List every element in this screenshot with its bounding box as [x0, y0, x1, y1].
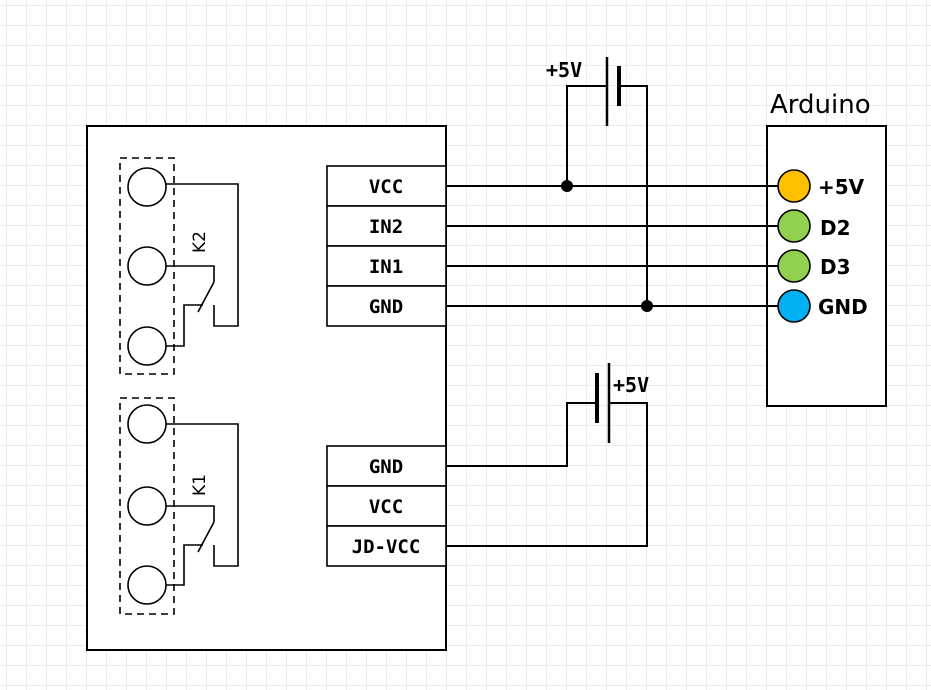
arduino-pin-d3 [777, 249, 811, 283]
arduino-pin-d2 [777, 209, 811, 243]
arduino-pin-gnd [777, 289, 811, 323]
junction-gnd [641, 300, 653, 312]
header-pin-jd-vcc-label: JD-VCC [352, 536, 421, 558]
header-pin-vcc-label: VCC [369, 176, 403, 198]
header-pin-vcc-2 [326, 485, 447, 527]
arduino-board: Arduino [766, 90, 887, 407]
arduino-pins: +5V D2 D3 GND [777, 169, 868, 323]
supply-top: +5V [546, 57, 621, 126]
relay-k2-terminal-com [127, 246, 167, 286]
supply-bottom: +5V [595, 363, 649, 443]
header-pin-gnd-2-label: GND [369, 456, 403, 478]
header-pin-jd-vcc [326, 525, 447, 567]
relay-k2-contact-wires [166, 183, 239, 347]
junction-vcc [561, 180, 573, 192]
header-pin-vcc [326, 165, 447, 207]
arduino-pin-gnd-label: GND [818, 295, 868, 319]
arduino-pin-5v-label: +5V [818, 175, 865, 199]
relay-k1: K1 [119, 397, 239, 615]
relay-k1-terminal-com [127, 486, 167, 526]
header-pin-gnd-2 [326, 445, 447, 487]
header-pin-gnd-label: GND [369, 296, 403, 318]
relay-k1-contact-wires [166, 423, 239, 586]
relay-k1-label: K1 [190, 474, 210, 496]
header-top: VCC IN2 IN1 GND [326, 165, 447, 327]
arduino-pin-5v [777, 169, 811, 203]
arduino-pin-d3-label: D3 [820, 255, 851, 279]
header-pin-in2-label: IN2 [369, 216, 403, 238]
header-pin-gnd [326, 285, 447, 327]
wire-bottom-supply [446, 402, 648, 547]
relay-k2-label: K2 [190, 231, 210, 253]
wire-top-supply [566, 85, 648, 306]
signal-wires [446, 85, 794, 547]
header-pin-in2 [326, 205, 447, 247]
header-pin-in1-label: IN1 [369, 256, 403, 278]
arduino-title: Arduino [770, 90, 871, 120]
header-pin-vcc-2-label: VCC [369, 496, 403, 518]
header-pin-in1 [326, 245, 447, 287]
relay-k2: K2 [119, 157, 239, 375]
header-bottom: GND VCC JD-VCC [326, 445, 447, 567]
supply-bottom-label: +5V [613, 373, 649, 397]
supply-top-label: +5V [546, 58, 582, 82]
relay-k2-terminal-no [127, 167, 167, 207]
relay-k1-terminal-nc [127, 565, 167, 605]
relay-k1-terminal-no [127, 404, 167, 444]
relay-k2-terminal-nc [127, 326, 167, 366]
arduino-pin-d2-label: D2 [820, 216, 851, 240]
